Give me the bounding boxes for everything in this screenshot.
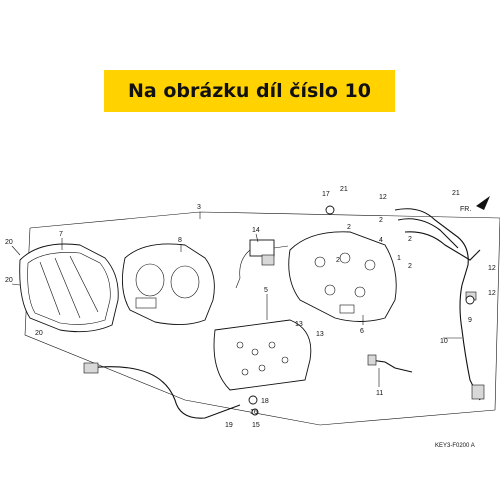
callout-21b: 21 <box>452 190 460 197</box>
front-direction-marker: FR. <box>460 196 490 213</box>
speedometer-cable <box>83 362 241 419</box>
callout-18: 18 <box>261 398 269 405</box>
leader-lines <box>11 233 462 387</box>
part-17-clip <box>325 205 335 215</box>
direction-arrow-icon <box>476 196 490 210</box>
callout-8: 8 <box>178 237 182 244</box>
callout-13b: 13 <box>316 331 324 338</box>
callout-11: 11 <box>376 390 383 397</box>
assembly-frame <box>24 211 500 426</box>
part-16-bolt <box>248 395 258 405</box>
part-9-grommet <box>465 295 475 305</box>
callout-12b: 12 <box>488 265 496 272</box>
callout-6: 6 <box>360 328 364 335</box>
callout-20a: 20 <box>5 239 13 246</box>
part-7-front-cover <box>19 243 119 333</box>
callout-2a: 2 <box>347 224 351 231</box>
callout-7: 7 <box>59 231 63 238</box>
part-5-circuit-panel <box>213 319 312 391</box>
callout-20b: 20 <box>5 277 13 284</box>
callout-17: 17 <box>322 191 330 198</box>
part-14-socket <box>235 239 289 289</box>
callout-21a: 21 <box>340 186 348 193</box>
drawing-code: KEY3-F0200 A <box>435 443 475 449</box>
direction-label: FR. <box>460 206 471 213</box>
callout-16: 16 <box>250 409 258 416</box>
part-15-washer <box>251 408 259 416</box>
callout-4: 4 <box>379 237 383 244</box>
callout-10: 10 <box>440 338 448 345</box>
part-number-banner: Na obrázku díl číslo 10 <box>104 70 395 112</box>
callout-2b: 2 <box>379 217 383 224</box>
callout-13a: 13 <box>295 321 303 328</box>
callout-2d: 2 <box>408 263 412 270</box>
callout-2e: 2 <box>336 257 340 264</box>
banner-text: Na obrázku díl číslo 10 <box>128 80 371 102</box>
part-11-lead-wire <box>367 354 413 373</box>
part-6-meter-case <box>288 231 397 322</box>
callout-14: 14 <box>252 227 260 234</box>
callout-19: 19 <box>225 422 233 429</box>
callout-3: 3 <box>197 204 201 211</box>
callout-5: 5 <box>264 287 268 294</box>
part-8-dial-panel <box>121 243 215 325</box>
callout-12c: 12 <box>488 290 496 297</box>
callout-9: 9 <box>468 317 472 324</box>
callout-12a: 12 <box>379 194 387 201</box>
callout-15: 15 <box>252 422 260 429</box>
callout-20c: 20 <box>35 330 43 337</box>
callout-2c: 2 <box>408 236 412 243</box>
callout-1: 1 <box>397 255 401 262</box>
